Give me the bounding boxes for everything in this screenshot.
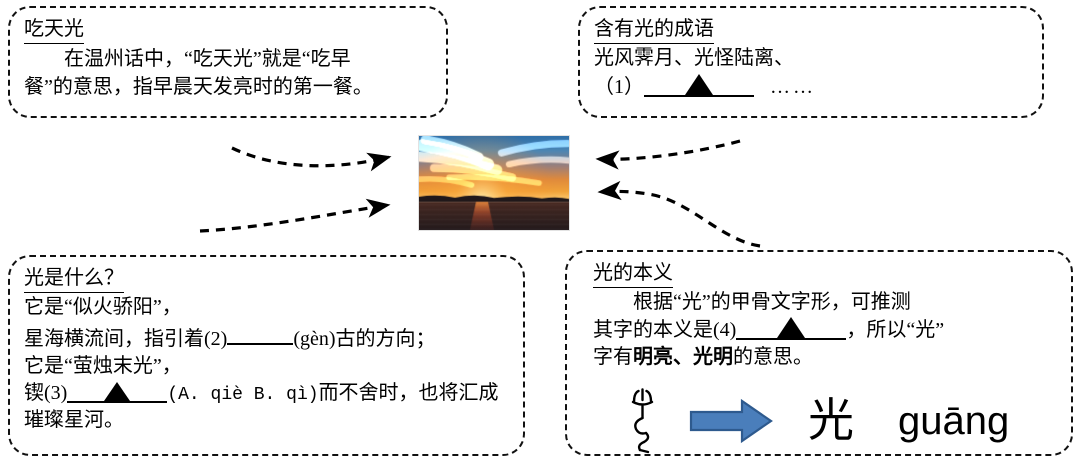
card-benyi-line-2-prefix: 其字的本义是	[593, 318, 713, 341]
card-chitianguang-title: 吃天光	[24, 16, 84, 45]
card-benyi-line-3-emphasis: 明亮、光明	[633, 345, 733, 368]
card-benyi-line-2-suffix: ，所以“光”	[846, 318, 945, 341]
blue-right-arrow-icon	[689, 398, 773, 444]
card-chengyu-answer-blank[interactable]	[644, 73, 754, 97]
card-guangshi-line-3: 它是“萤烛末光”，	[24, 354, 182, 377]
card-guangshi-line-1: 它是“似火骄阳”，	[24, 296, 182, 319]
card-benyi-line-3-prefix: 字有	[593, 345, 633, 368]
triangle-icon	[104, 381, 131, 401]
card-guangshi-blank-3[interactable]	[67, 380, 168, 403]
card-chengyu-title: 含有光的成语	[594, 16, 714, 45]
card-benyi-line-3: 字有明亮、光明的意思。	[593, 344, 1059, 371]
card-guangshi: 光是什么？ 它是“似火骄阳”， 星海横流间，指引着(2) (gèn)古的方向； 它…	[8, 255, 525, 456]
card-benyi-line-2: 其字的本义是(4) ，所以“光”	[593, 316, 1059, 344]
sunset-photo-canvas	[419, 136, 569, 230]
card-guangshi-line-2: 星海横流间，指引着(2) (gèn)古的方向；	[24, 322, 511, 353]
card-benyi-line-1: 根据“光”的甲骨文字形，可推测	[593, 291, 911, 314]
triangle-icon	[685, 73, 713, 95]
pinyin-guang: guāng	[898, 399, 1010, 443]
card-guangshi-line-2-prefix: 星海横流间，指引着	[24, 327, 204, 350]
triangle-icon	[777, 316, 806, 338]
sunset-photo	[418, 135, 570, 231]
card-chengyu-blank-row: （1） ……	[594, 73, 1030, 101]
card-chengyu-blank-number: （1）	[594, 75, 644, 98]
card-benyi-line-3-suffix: 的意思。	[733, 345, 813, 368]
card-guangshi-inner: 光是什么？ 它是“似火骄阳”， 星海横流间，指引着(2) (gèn)古的方向； 它…	[10, 257, 523, 435]
card-chengyu: 含有光的成语 光风霁月、光怪陆离、 （1） ……	[578, 6, 1044, 118]
oracle-bone-guang-icon	[631, 388, 654, 454]
card-chengyu-ellipsis: ……	[770, 75, 816, 98]
card-benyi: 光的本义 根据“光”的甲骨文字形，可推测 其字的本义是(4) ，所以“光” 字有明…	[565, 250, 1073, 456]
card-chitianguang: 吃天光 在温州话中，“吃天光”就是“吃早 餐”的意思，指早晨天发亮时的第一餐。	[8, 6, 448, 118]
card-guangshi-line-5: 璀璨星河。	[24, 409, 124, 432]
card-guangshi-line-2-pinyin: (gèn)	[293, 327, 336, 350]
card-chitianguang-inner: 吃天光 在温州话中，“吃天光”就是“吃早 餐”的意思，指早晨天发亮时的第一餐。	[10, 8, 446, 101]
card-guangshi-blank-2[interactable]	[227, 322, 294, 345]
card-chitianguang-line-1: 在温州话中，“吃天光”就是“吃早	[24, 48, 351, 71]
card-guangshi-line-4: 锲(3) (A. qiè B. qì)而不舍时，也将汇成	[24, 380, 511, 407]
arrow-chengyu-to-photo	[595, 139, 741, 170]
card-benyi-line-2-number: (4)	[713, 318, 737, 341]
card-guangshi-line-4-number: (3)	[44, 381, 68, 404]
card-guangshi-line-2-number: (2)	[204, 327, 228, 350]
character-guang: 光	[808, 395, 854, 446]
card-benyi-blank-4[interactable]	[736, 316, 847, 340]
card-guangshi-title: 光是什么？	[24, 265, 124, 294]
card-guangshi-line-4-suffix: 而不舍时，也将汇成	[318, 381, 499, 404]
glyph-evolution-row: 光 guāng	[602, 385, 1042, 457]
card-chengyu-inner: 含有光的成语 光风霁月、光怪陆离、 （1） ……	[580, 8, 1042, 101]
card-chitianguang-line-2: 餐”的意思，指早晨天发亮时的第一餐。	[24, 75, 373, 98]
card-guangshi-line-4-options: (A. qiè B. qì)	[167, 384, 319, 405]
arrow-guangshi-to-photo	[199, 198, 391, 233]
card-benyi-title: 光的本义	[593, 260, 673, 289]
arrow-benyi-to-photo	[597, 180, 761, 248]
arrow-chitianguang-to-photo	[231, 146, 392, 172]
card-guangshi-line-4-prefix: 锲	[24, 381, 44, 404]
card-benyi-inner: 光的本义 根据“光”的甲骨文字形，可推测 其字的本义是(4) ，所以“光” 字有明…	[567, 252, 1071, 371]
card-chengyu-idioms: 光风霁月、光怪陆离、	[594, 47, 794, 70]
card-guangshi-line-2-suffix: 古的方向；	[335, 327, 436, 350]
